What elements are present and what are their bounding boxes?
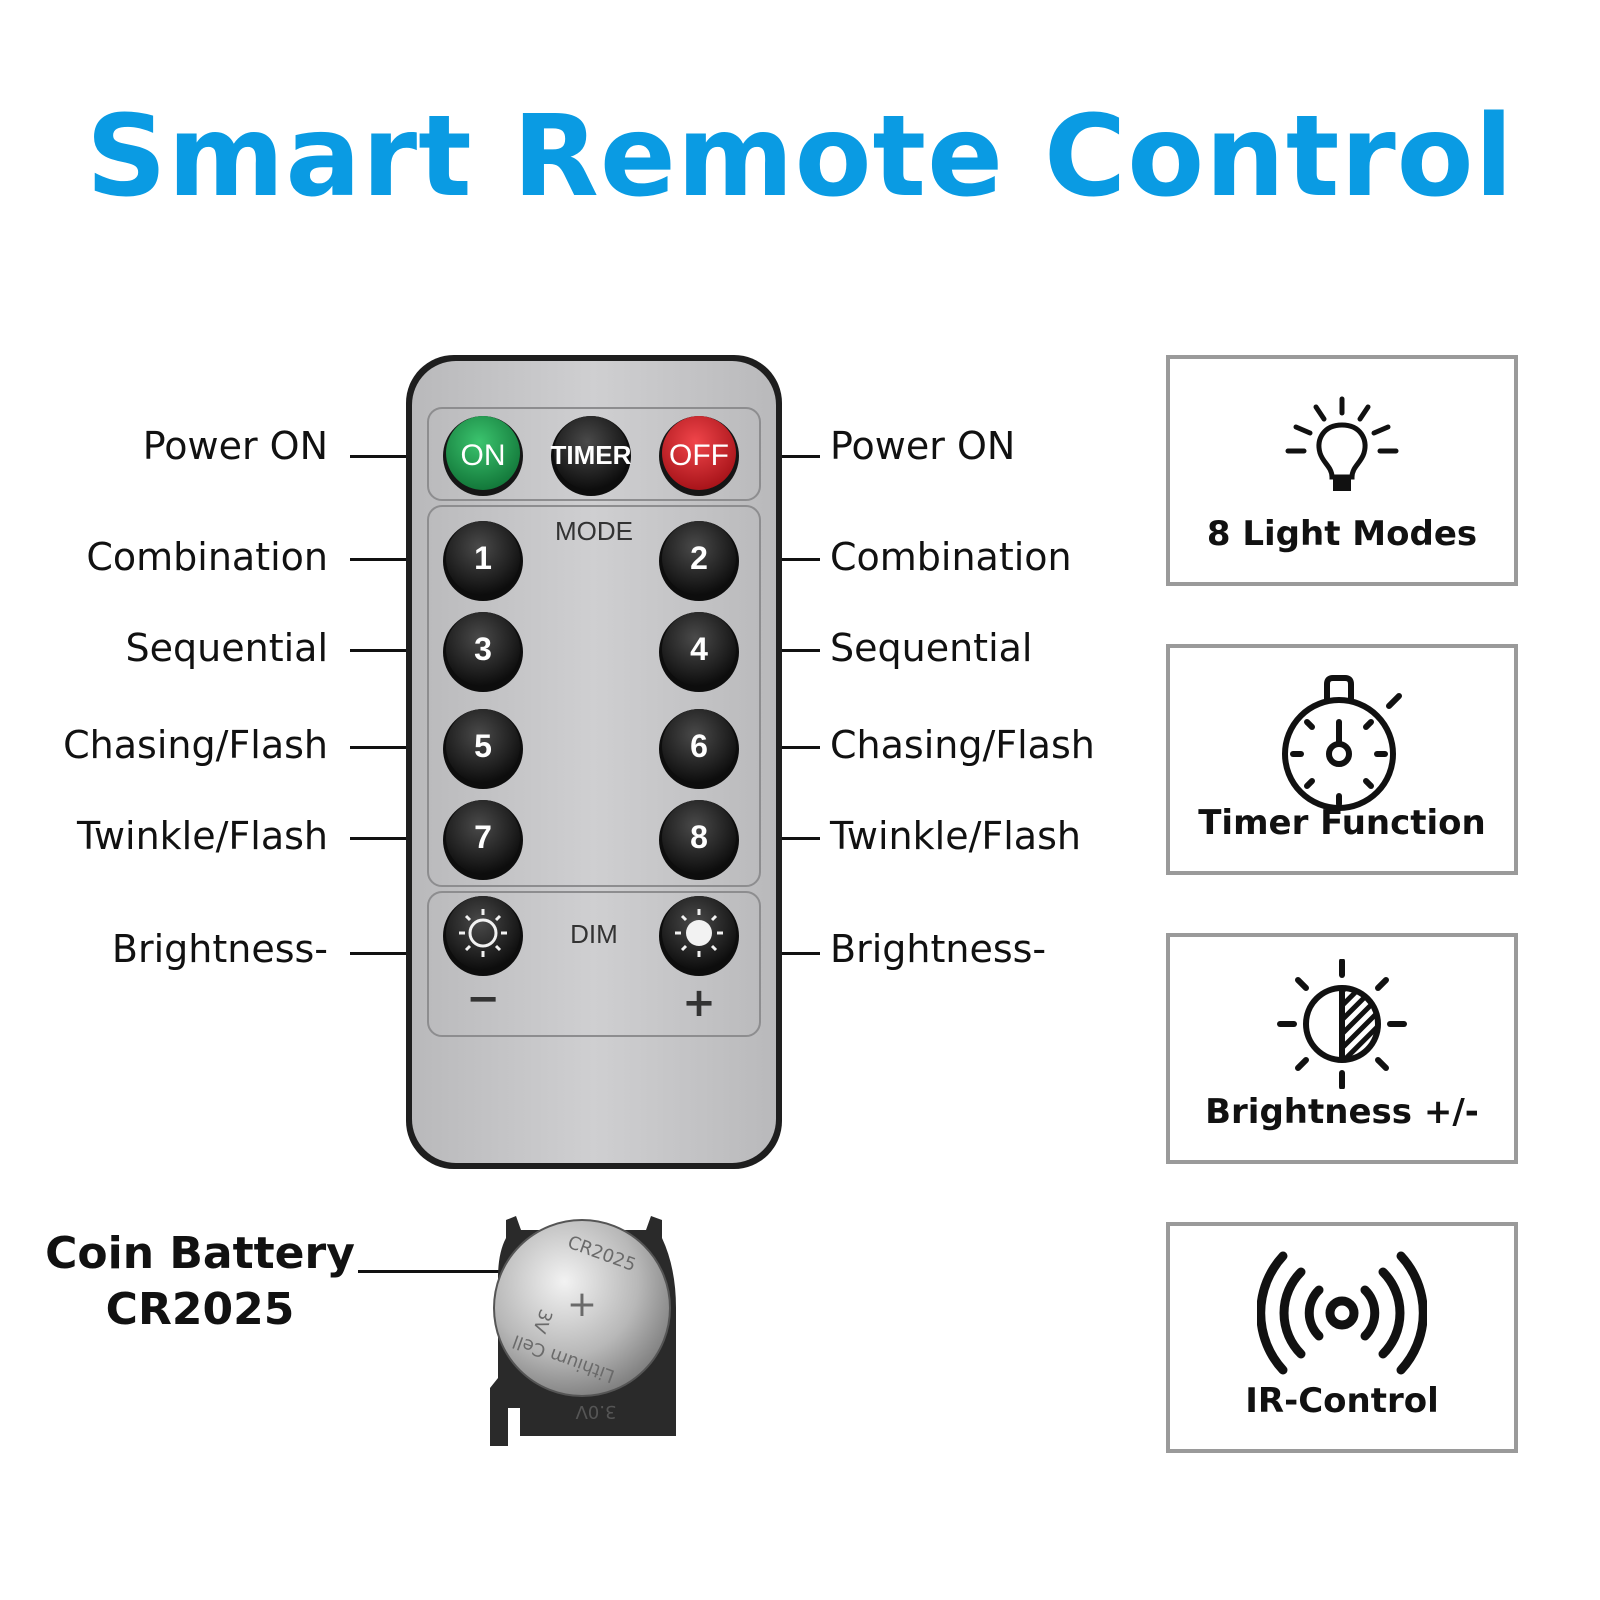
label-left-sequential: Sequential: [125, 626, 328, 670]
label-right-sequential: Sequential: [830, 626, 1033, 670]
minus-label: −: [466, 976, 500, 1022]
feature-timer: Timer Function: [1166, 644, 1518, 875]
coin-battery: Lithium Cell CR2025 3V + 3.0V: [490, 1216, 676, 1446]
brightness-down-button[interactable]: [443, 896, 523, 976]
mode-button-label: 4: [690, 631, 708, 667]
label-right-brightness: Brightness-: [830, 927, 1047, 971]
label-left-chasing-flash: Chasing/Flash: [63, 723, 328, 767]
feature-caption: Brightness +/-: [1205, 1092, 1479, 1132]
mode-button-label: 8: [690, 819, 708, 855]
feature-ir-control: IR-Control: [1166, 1222, 1518, 1453]
feature-light-modes: 8 Light Modes: [1166, 355, 1518, 586]
feature-caption: Timer Function: [1198, 803, 1486, 843]
mode-button-label: 3: [474, 631, 492, 667]
mode-button-label: 6: [690, 728, 708, 764]
mode-button-1[interactable]: 1: [443, 521, 523, 601]
feature-caption: IR-Control: [1245, 1381, 1439, 1421]
plus-label: +: [682, 980, 716, 1026]
timer-button[interactable]: TIMER: [551, 416, 632, 496]
holder-text: 3.0V: [575, 1401, 617, 1422]
off-button[interactable]: OFF: [659, 416, 739, 496]
feature-brightness: Brightness +/-: [1166, 933, 1518, 1164]
feature-caption: 8 Light Modes: [1206, 514, 1478, 554]
label-left-power-on: Power ON: [142, 424, 328, 468]
ir-signal-icon: [1257, 1251, 1427, 1375]
label-right-power-on: Power ON: [830, 424, 1016, 468]
mode-button-5[interactable]: 5: [443, 709, 523, 789]
label-left-twinkle-flash: Twinkle/Flash: [77, 814, 328, 858]
brightness-up-button[interactable]: [659, 896, 739, 976]
remote-control: ON TIMER OFF MODE 1 2 3 4 5 6 7 8 DIM: [406, 355, 782, 1169]
label-left-combination: Combination: [86, 535, 328, 579]
mode-label: MODE: [555, 516, 633, 546]
mode-button-6[interactable]: 6: [659, 709, 739, 789]
lightbulb-icon: [1285, 396, 1399, 491]
mode-button-3[interactable]: 3: [443, 612, 523, 692]
on-button[interactable]: ON: [443, 416, 523, 496]
battery-label-line1: Coin Battery: [45, 1228, 355, 1279]
battery-label-line2: CR2025: [105, 1284, 295, 1335]
battery-label: Coin Battery CR2025: [40, 1226, 360, 1338]
svg-text:ON: ON: [461, 439, 506, 472]
svg-text:TIMER: TIMER: [551, 440, 632, 470]
dim-label: DIM: [570, 919, 618, 949]
plus-mark: +: [567, 1284, 597, 1325]
label-right-combination: Combination: [830, 535, 1072, 579]
mode-button-label: 1: [474, 540, 492, 576]
label-right-chasing-flash: Chasing/Flash: [830, 723, 1095, 767]
page-title: Smart Remote Control: [85, 92, 1515, 222]
mode-button-8[interactable]: 8: [659, 800, 739, 880]
mode-button-label: 2: [690, 540, 708, 576]
label-right-twinkle-flash: Twinkle/Flash: [830, 814, 1081, 858]
mode-button-2[interactable]: 2: [659, 521, 739, 601]
brightness-icon: [1277, 959, 1407, 1089]
mode-button-label: 7: [474, 819, 492, 855]
leader-line: [358, 1270, 530, 1273]
svg-text:OFF: OFF: [669, 439, 729, 472]
label-left-brightness: Brightness-: [111, 927, 328, 971]
mode-button-4[interactable]: 4: [659, 612, 739, 692]
mode-button-label: 5: [474, 728, 492, 764]
mode-button-7[interactable]: 7: [443, 800, 523, 880]
stopwatch-icon: [1282, 675, 1402, 811]
